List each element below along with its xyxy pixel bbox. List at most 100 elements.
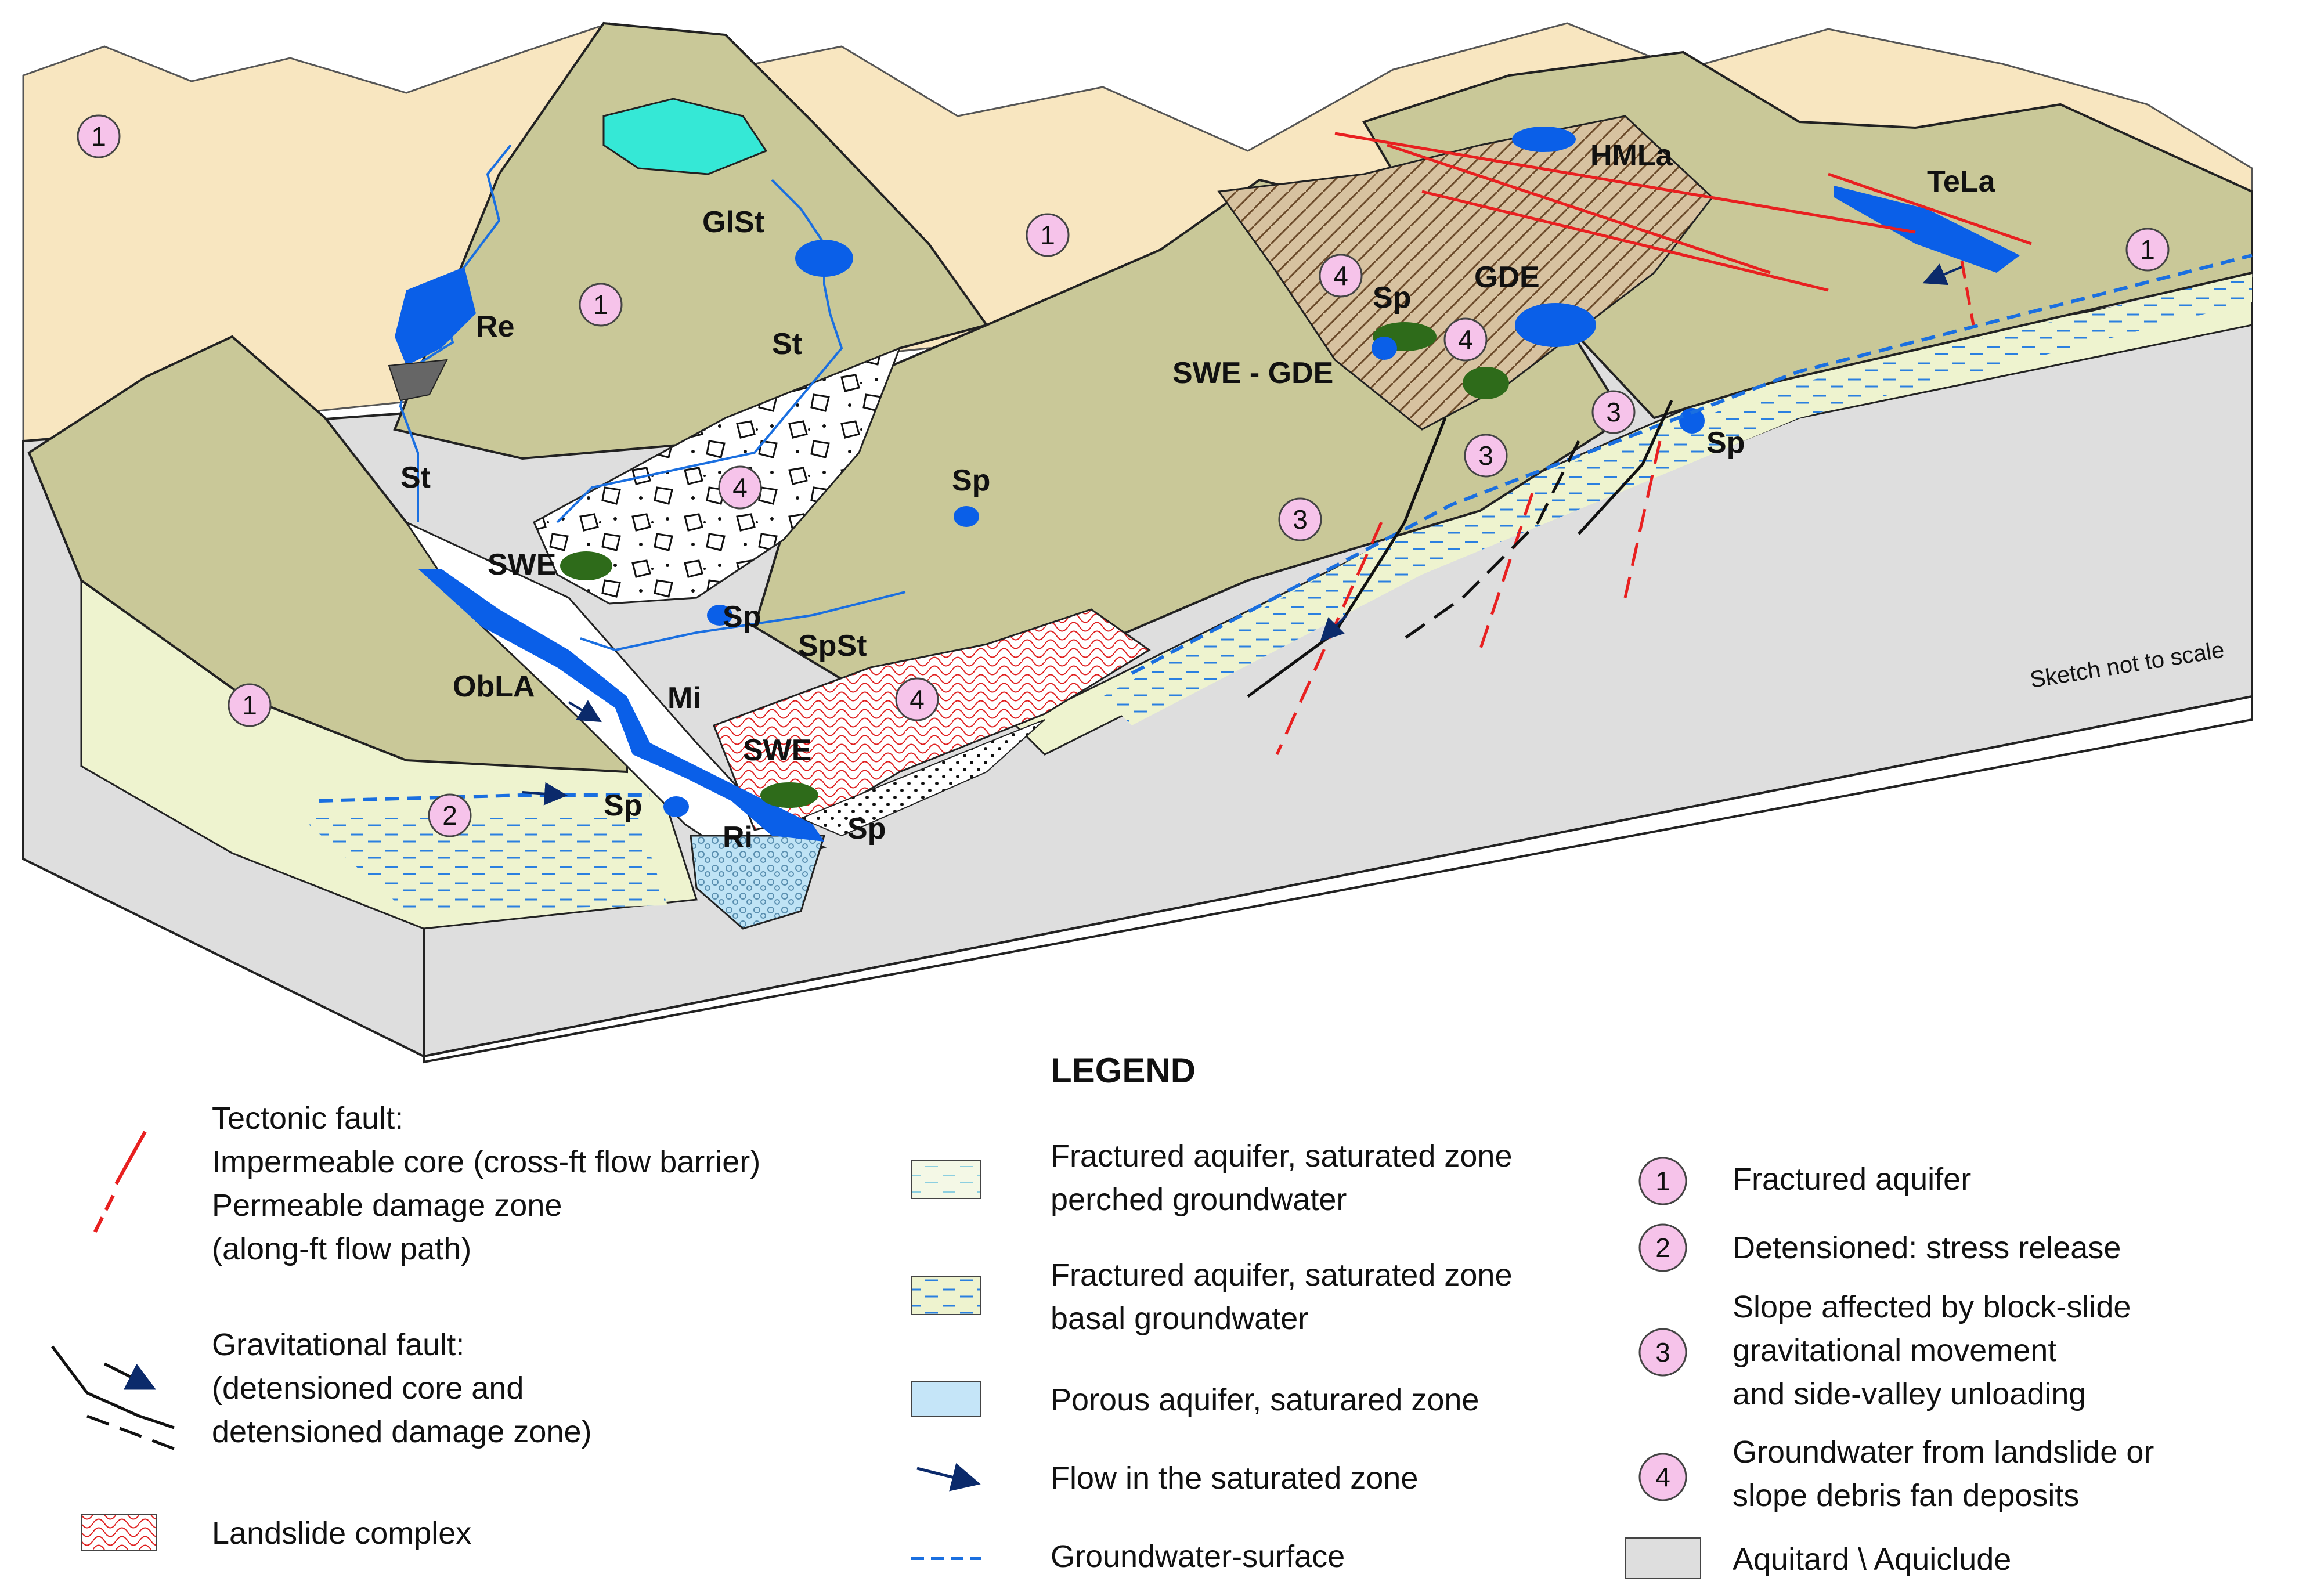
svg-text:1: 1 [91,121,106,151]
dam [388,359,448,402]
legend-zone-1: 1 Fractured aquifer [1638,1157,1971,1205]
svg-text:Fractured aquifer, saturated z: Fractured aquifer, saturated zone [1051,1139,1512,1173]
zone-marker-1b: 1 [1026,213,1070,257]
svg-text:Impermeable core (cross-ft flo: Impermeable core (cross-ft flow barrier) [212,1144,760,1179]
legend-basal: Fractured aquifer, saturated zone basal … [911,1258,1512,1336]
svg-text:Detensioned: stress release: Detensioned: stress release [1733,1230,2121,1265]
basal-groundwater-band [1103,273,2252,725]
svg-text:4: 4 [1333,261,1348,291]
slope-upper-left [393,21,989,460]
svg-text:3: 3 [1293,504,1308,535]
label-sp-left: Sp [604,789,642,822]
detensioned-scarp-band [1217,115,1714,431]
svg-text:4: 4 [1655,1462,1670,1492]
zone-marker-1a: 1 [77,114,121,158]
zone-marker-1d: 1 [2125,228,2170,272]
label-sp-right: Sp [1706,426,1745,460]
svg-text:2: 2 [1655,1233,1670,1263]
wetland-swe-gde-2 [1463,367,1509,399]
label-sp-upper: Sp [1373,281,1411,315]
legend-flow: Flow in the saturated zone [916,1461,1418,1496]
zone-marker-2: 2 [428,793,472,837]
stream-spst [580,591,906,652]
legend-gw-surface: Groundwater-surface [911,1539,1345,1574]
svg-text:Tectonic fault:: Tectonic fault: [212,1101,403,1136]
svg-text:detensioned damage zone): detensioned damage zone) [212,1414,592,1449]
river [418,569,824,842]
label-tela: TeLa [1927,165,1996,198]
label-swe-gde: SWE - GDE [1172,356,1333,390]
groundwater-surface-left [319,793,650,803]
spring-left [663,796,689,817]
svg-text:4: 4 [910,684,925,714]
label-spst: SpSt [798,629,867,663]
label-re: Re [476,310,514,344]
zone-marker-4c: 4 [1319,254,1363,298]
svg-text:and side-valley unloading: and side-valley unloading [1733,1377,2086,1411]
svg-text:Porous aquifer, saturared zone: Porous aquifer, saturared zone [1051,1382,1479,1417]
label-sp-bottom: Sp [847,812,886,846]
stream-glst [556,179,843,523]
label-sp-mid: Sp [723,600,761,634]
svg-text:Gravitational fault:: Gravitational fault: [212,1327,464,1362]
svg-text:4: 4 [1458,324,1473,355]
svg-text:Fractured aquifer: Fractured aquifer [1733,1162,1971,1197]
svg-text:slope debris fan deposits: slope debris fan deposits [1733,1478,2079,1513]
svg-text:perched groundwater: perched groundwater [1051,1182,1347,1217]
svg-text:Slope affected by block-slide: Slope affected by block-slide [1733,1290,2131,1324]
svg-text:1: 1 [593,290,608,320]
svg-text:Fractured aquifer, saturated z: Fractured aquifer, saturated zone [1051,1258,1512,1292]
svg-text:1: 1 [1040,220,1055,250]
legend-tectonic-fault: Tectonic fault: Impermeable core (cross-… [91,1101,760,1266]
groundwater-surface-right [1131,254,2253,675]
spring-right [1679,408,1705,434]
lake-glst [795,240,853,277]
legend-zone-3: 3 Slope affected by block-slide gravitat… [1638,1290,2131,1411]
svg-text:Landslide complex: Landslide complex [212,1516,471,1551]
label-swe-left: SWE [488,548,556,582]
svg-text:Aquitard \ Aquiclude: Aquitard \ Aquiclude [1733,1542,2011,1577]
svg-text:gravitational movement: gravitational movement [1733,1333,2056,1368]
debris-deposit-upper [533,346,901,605]
label-st-left: St [400,461,431,494]
legend-perched: Fractured aquifer, saturated zone perche… [911,1139,1512,1217]
label-ri: Ri [723,821,753,854]
zone-marker-3a: 3 [1278,497,1322,541]
legend-landslide: Landslide complex [81,1514,471,1551]
label-obla: ObLA [453,670,535,703]
zone-marker-3c: 3 [1591,390,1636,434]
legend-aquitard: Aquitard \ Aquiclude [1625,1537,2011,1579]
svg-text:2: 2 [442,800,457,831]
glacial-lake [602,98,768,175]
svg-text:3: 3 [1478,440,1493,471]
label-swe-lower: SWE [743,734,811,767]
legend-porous: Porous aquifer, saturared zone [911,1381,1479,1417]
lake-hmla [1512,127,1576,152]
label-glst: GlSt [702,205,764,239]
svg-text:1: 1 [242,690,257,720]
svg-text:basal groundwater: basal groundwater [1051,1301,1308,1336]
lake-gde [1515,303,1596,347]
label-hmla: HMLa [1590,139,1673,172]
legend-title: LEGEND [1051,1051,1196,1090]
svg-text:1: 1 [2140,234,2155,265]
wetland-swe-lower [760,782,818,808]
label-sp-center: Sp [952,464,990,497]
basal-groundwater-left [302,818,667,911]
legend-gravitational-fault: Gravitational fault: (detensioned core a… [51,1327,592,1453]
lake-tela [1834,186,2020,273]
zone-marker-1e: 1 [228,683,272,727]
spring-center [954,506,979,527]
legend-zone-2: 2 Detensioned: stress release [1638,1223,2121,1272]
spring-mid [707,605,732,626]
label-mi: Mi [667,681,701,715]
flow-arrows [522,263,1962,806]
wetland-swe-left [560,551,612,580]
spring-upper [1372,337,1397,360]
svg-text:3: 3 [1606,397,1621,427]
zone-marker-3b: 3 [1464,434,1508,478]
dotted-fan [799,719,1045,837]
svg-text:Permeable damage zone: Permeable damage zone [212,1188,562,1223]
svg-text:Groundwater-surface: Groundwater-surface [1051,1539,1345,1574]
